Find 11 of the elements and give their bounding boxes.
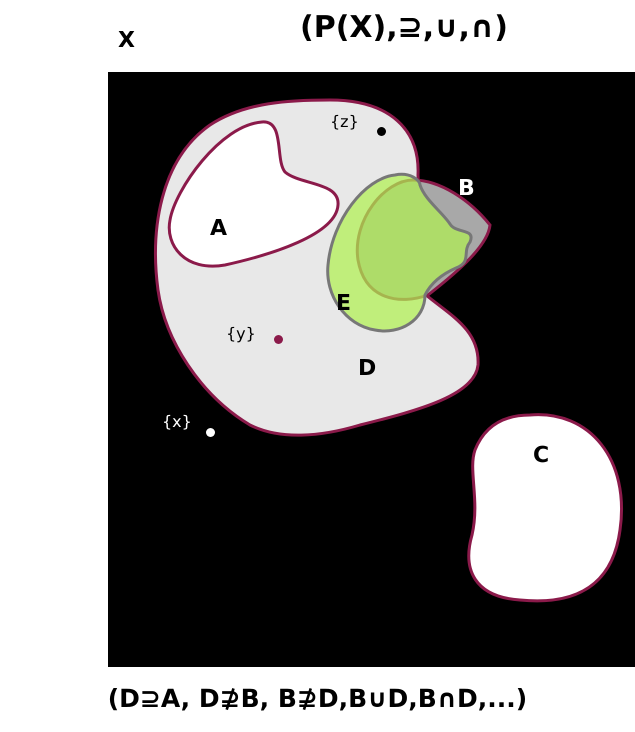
set-label: A	[210, 218, 228, 240]
set-label: X	[118, 30, 135, 52]
set-label: E	[336, 293, 352, 315]
set-label: C	[533, 445, 550, 467]
element-label: {z}	[330, 114, 359, 130]
title: (P(X),⊇,∪,∩)	[300, 10, 508, 45]
element-label: {x}	[162, 414, 192, 430]
set-label: D	[358, 358, 376, 380]
caption: (D⊇A, D⊉B, B⊉D,B∪D,B∩D,...)	[106, 684, 528, 713]
set-label: B	[458, 178, 475, 200]
element-label: {y}	[226, 326, 256, 342]
